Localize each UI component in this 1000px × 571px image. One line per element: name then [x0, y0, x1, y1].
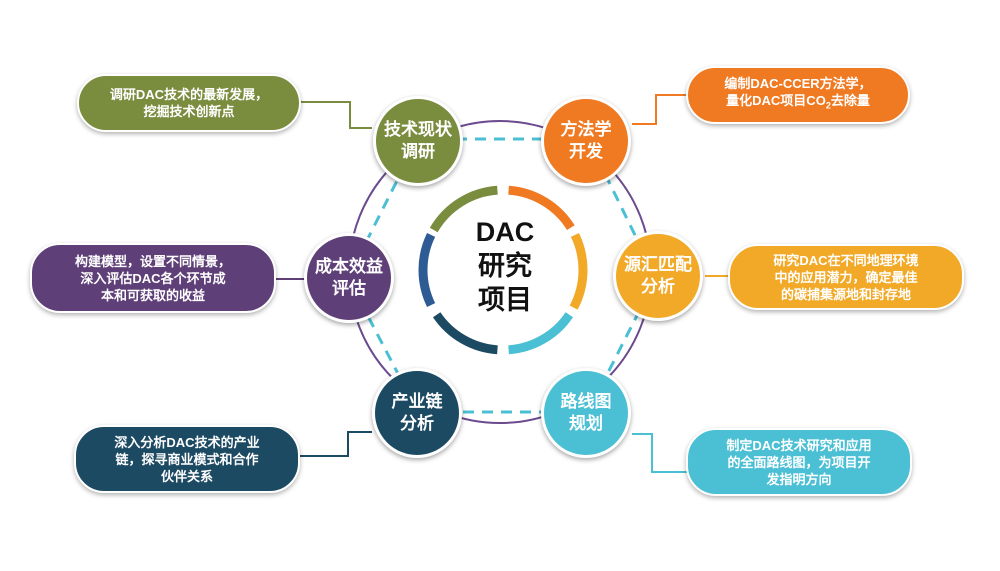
- connector-methodology: [632, 94, 688, 125]
- box-industry-chain: 深入分析DAC技术的产业 链，探寻商业模式和合作 伙伴关系: [74, 425, 300, 493]
- box-source-sink-text: 研究DAC在不同地理环境 中的应用潜力，确定最佳 的碳捕集源地和封存地: [773, 252, 919, 302]
- arc-olive: [429, 185, 498, 233]
- box-methodology: 编制DAC-CCER方法学， 量化DAC项目CO2去除量: [686, 66, 910, 124]
- box-cost-benefit-text: 构建模型，设置不同情景， 深入评估DAC各个环节成 本和可获取的收益: [74, 253, 231, 303]
- arc-blue: [418, 232, 436, 308]
- connector-roadmap: [632, 433, 688, 473]
- node-cost-benefit: 成本效益 评估: [304, 233, 394, 323]
- center-disc: [411, 178, 595, 362]
- box-source-sink: 研究DAC在不同地理环境 中的应用潜力，确定最佳 的碳捕集源地和封存地: [728, 244, 964, 310]
- segmented-arc-ring: [418, 185, 588, 355]
- box-tech-status: 调研DAC技术的最新发展， 挖掘技术创新点: [77, 74, 301, 132]
- connector-industry-chain: [300, 431, 372, 457]
- arc-teal: [508, 312, 574, 355]
- box-tech-status-text: 调研DAC技术的最新发展， 挖掘技术创新点: [109, 87, 269, 119]
- connector-tech-status: [300, 101, 372, 129]
- box-roadmap-text: 制定DAC技术研究和应用 的全面路线图，为项目开 发指明方向: [726, 437, 872, 487]
- box-industry-chain-text: 深入分析DAC技术的产业 链，探寻商业模式和合作 伙伴关系: [114, 434, 260, 484]
- node-source-sink: 源汇匹配 分析: [613, 231, 703, 321]
- arc-navy: [432, 312, 498, 355]
- box-roadmap: 制定DAC技术研究和应用 的全面路线图，为项目开 发指明方向: [686, 428, 912, 496]
- box-cost-benefit: 构建模型，设置不同情景， 深入评估DAC各个环节成 本和可获取的收益: [30, 243, 276, 313]
- node-methodology: 方法学 开发: [541, 96, 631, 186]
- arc-yellow: [569, 232, 588, 310]
- node-industry-chain: 产业链 分析: [372, 368, 462, 458]
- node-roadmap: 路线图 规划: [541, 368, 631, 458]
- center-title: DAC 研究 项目: [475, 217, 535, 315]
- box-methodology-text: 编制DAC-CCER方法学， 量化DAC项目CO2去除量: [724, 76, 872, 111]
- node-tech-status: 技术现状 调研: [373, 96, 463, 186]
- arc-orange: [508, 185, 575, 231]
